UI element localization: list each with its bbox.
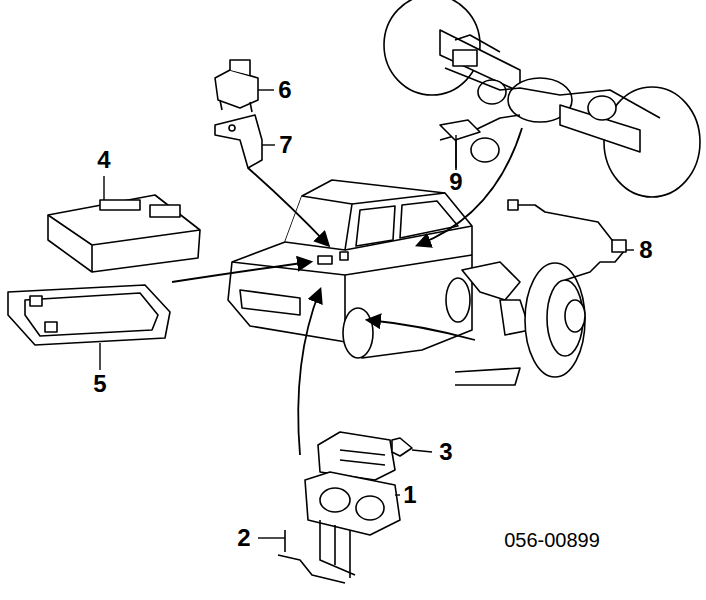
- drawing-line: [318, 256, 332, 264]
- callout-number: 9: [449, 170, 462, 194]
- drawing-line: [412, 450, 432, 452]
- catalog-number: 056-00899: [504, 530, 600, 550]
- callout-number: 7: [279, 133, 292, 157]
- front-hub: [455, 200, 626, 385]
- drawing-line: [440, 115, 520, 140]
- drawing-line: [248, 168, 328, 245]
- drawing-line: [588, 96, 616, 120]
- drawing-line: [99, 343, 100, 370]
- module-cover: [8, 285, 170, 345]
- drawing-line: [320, 520, 355, 578]
- drawing-line: [258, 89, 274, 90]
- drawing-line: [340, 252, 348, 260]
- drawing-line: [172, 262, 310, 282]
- drawing-line: [232, 262, 345, 342]
- drawing-line: [284, 530, 286, 552]
- drawing-line: [392, 438, 412, 456]
- drawing-line: [453, 50, 477, 66]
- drawing-line: [508, 200, 518, 210]
- drawing-line: [345, 255, 472, 275]
- drawing-line: [343, 308, 373, 358]
- drawing-line: [525, 263, 585, 377]
- drawing-line: [356, 496, 384, 520]
- drawing-line: [446, 278, 470, 322]
- drawing-line: [100, 200, 140, 210]
- control-module: [48, 195, 200, 272]
- location-arrows: [172, 128, 522, 455]
- drawing-line: [215, 115, 262, 168]
- drawing-line: [612, 240, 626, 252]
- drawing-line: [340, 450, 385, 465]
- drawing-line: [368, 320, 475, 340]
- drawing-line: [48, 215, 200, 272]
- drawing-line: [395, 494, 400, 495]
- drawing-line: [229, 125, 235, 131]
- drawing-line: [626, 249, 634, 250]
- drawing-line: [215, 70, 258, 108]
- drawing-line: [462, 262, 520, 300]
- drawing-line: [240, 290, 300, 315]
- callout-number: 4: [97, 148, 110, 172]
- drawing-line: [565, 300, 585, 332]
- drawing-line: [48, 195, 200, 272]
- drawing-line: [356, 206, 395, 246]
- drawing-line: [258, 537, 285, 538]
- drawing-line: [320, 488, 350, 512]
- callout-number: 6: [278, 78, 291, 102]
- drawing-line: [103, 176, 104, 200]
- callout-number: 1: [403, 483, 416, 507]
- hydraulic-unit: [278, 432, 412, 583]
- drawing-line: [45, 322, 57, 332]
- drawing-line: [30, 296, 42, 306]
- drawing-line: [25, 293, 158, 336]
- drawing-line: [455, 135, 456, 168]
- drawing-line: [445, 68, 660, 118]
- drawing-line: [150, 205, 180, 217]
- drawing-line: [418, 128, 522, 245]
- drawing-line: [262, 144, 275, 145]
- callout-number: 8: [639, 238, 652, 262]
- drawing-line: [471, 138, 499, 162]
- sensor-and-bracket: [215, 60, 262, 168]
- drawing-line: [8, 285, 170, 345]
- drawing-line: [285, 196, 352, 250]
- callout-number: 5: [93, 372, 106, 396]
- leader-lines: [100, 90, 634, 538]
- drawing-line: [440, 120, 480, 140]
- drawing-line: [400, 201, 458, 238]
- drawing-line: [455, 368, 520, 385]
- drawing-line: [298, 290, 320, 455]
- callout-number: 2: [237, 526, 250, 550]
- rear-axle: [384, 0, 700, 197]
- drawing-line: [515, 205, 625, 280]
- drawing-line: [230, 60, 250, 75]
- callout-number: 3: [439, 440, 452, 464]
- drawing-line: [278, 555, 345, 583]
- drawing-line: [220, 100, 252, 112]
